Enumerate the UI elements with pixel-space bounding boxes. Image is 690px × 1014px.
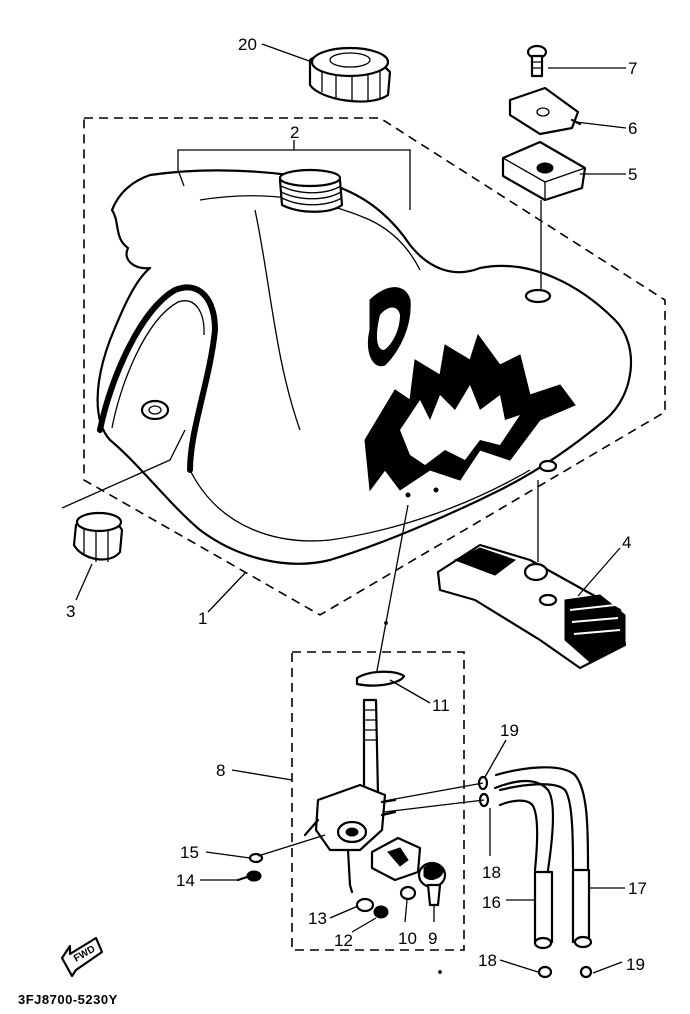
side-cap xyxy=(72,511,124,562)
callout-9: 9 xyxy=(428,929,437,948)
callout-20: 20 xyxy=(238,35,257,54)
rubber-damper xyxy=(501,140,587,202)
rear-bracket xyxy=(436,543,627,670)
fuel-cock-lever xyxy=(417,861,447,907)
fuel-cock-assembly-boundary xyxy=(291,651,465,951)
callout-10: 10 xyxy=(398,929,417,948)
tank-assembly-boundary xyxy=(83,117,666,616)
fuel-cock-align-line xyxy=(375,504,409,677)
o-ring xyxy=(355,897,375,913)
callout-18-bottom: 18 xyxy=(478,951,497,970)
callout-2: 2 xyxy=(290,123,299,142)
callout-19-top: 19 xyxy=(500,721,519,740)
callout-19-bottom: 19 xyxy=(626,955,645,974)
fuel-hose-left xyxy=(493,780,554,950)
fuel-tank xyxy=(96,168,633,565)
hose-clip-18-bottom xyxy=(537,965,553,979)
callout-7: 7 xyxy=(628,59,637,78)
callout-17: 17 xyxy=(628,879,647,898)
callout-8: 8 xyxy=(216,761,225,780)
fuel-cock xyxy=(303,698,397,894)
washer xyxy=(399,885,417,901)
callout-14: 14 xyxy=(176,871,195,890)
callout-12: 12 xyxy=(334,931,353,950)
mount-bracket xyxy=(508,86,582,136)
diagram-code: 3FJ8700-5230Y xyxy=(18,992,118,1007)
drain-screw xyxy=(373,905,389,919)
forward-arrow-icon: FWD xyxy=(60,936,104,978)
callout-labels: 2 20 7 6 5 4 1 3 11 8 19 18 15 14 13 12 … xyxy=(66,35,647,974)
side-cap-leader xyxy=(61,429,186,509)
callout-15: 15 xyxy=(180,843,199,862)
callout-4: 4 xyxy=(622,533,631,552)
mount-bolt xyxy=(526,44,548,78)
gasket xyxy=(355,670,406,687)
callout-6: 6 xyxy=(628,119,637,138)
callout-5: 5 xyxy=(628,165,637,184)
fuel-hose-right xyxy=(494,766,593,949)
callout-18-top: 18 xyxy=(482,863,501,882)
tank-graphic-decal xyxy=(364,287,576,492)
callout-13: 13 xyxy=(308,909,327,928)
leader-lines xyxy=(75,43,627,974)
callout-11: 11 xyxy=(432,696,450,715)
hose-clip-19-bottom xyxy=(579,965,593,979)
drain-bolt xyxy=(246,870,262,882)
callout-3: 3 xyxy=(66,602,75,621)
fuel-cap xyxy=(308,46,392,103)
callout-1: 1 xyxy=(198,609,207,628)
callout-16: 16 xyxy=(482,893,501,912)
